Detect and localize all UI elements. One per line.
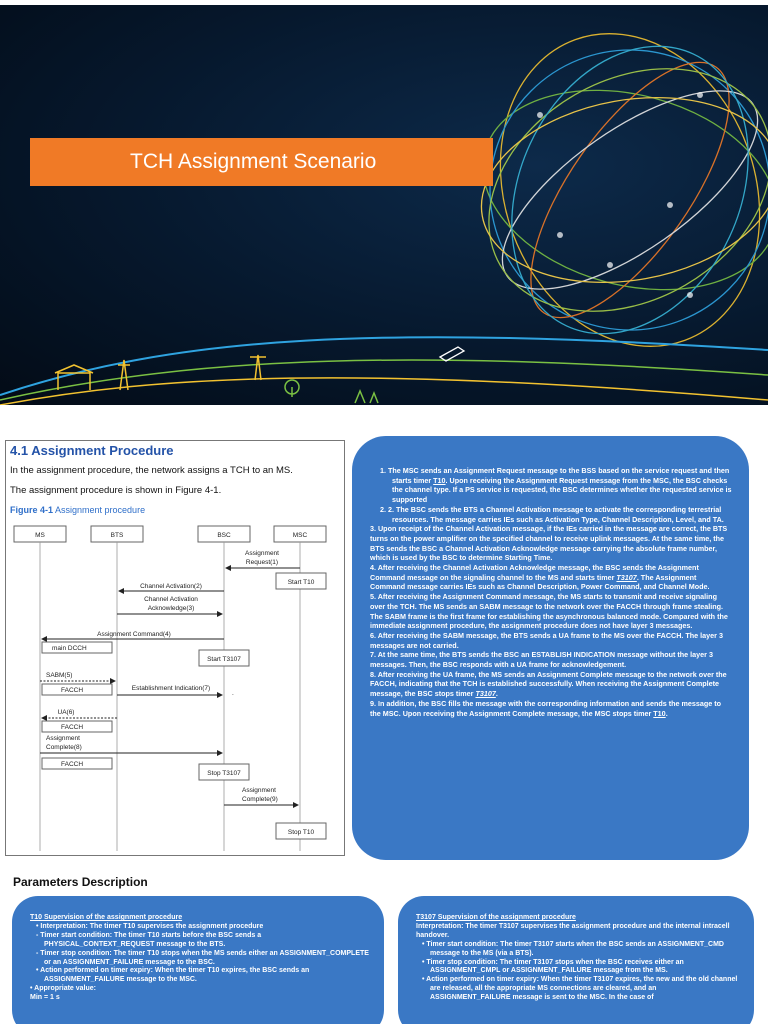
title-bar: TCH Assignment Scenario <box>30 138 493 186</box>
t10-parameter-panel: T10 Supervision of the assignment proced… <box>12 896 384 1024</box>
assignment-procedure-figure: 4.1 Assignment Procedure In the assignme… <box>5 440 345 856</box>
t10-bullet-4: • Action performed on timer expiry: When… <box>36 967 310 984</box>
sequence-diagram: MS BTS BSC MSC Assignment Request(1) Sta… <box>13 525 327 851</box>
label-facch-3: FACCH <box>61 761 83 768</box>
timer-link-t10[interactable]: T10 <box>433 475 446 485</box>
entity-bts: BTS <box>111 532 124 539</box>
box-stop-t3107: Stop T3107 <box>207 770 241 777</box>
box-start-t3107: Start T3107 <box>207 656 241 663</box>
label-main-dcch: main DCCH <box>52 645 87 652</box>
step-9-text-a: 9. In addition, the BSC fills the messag… <box>370 698 722 718</box>
intro-line-1: In the assignment procedure, the network… <box>10 465 293 476</box>
timer-link-t3107[interactable]: T3107 <box>616 572 637 582</box>
timer-link-t10-2[interactable]: T10 <box>653 708 666 718</box>
msg-sabm: SABM(5) <box>46 672 72 679</box>
section-heading: 4.1 Assignment Procedure <box>10 443 174 458</box>
msg-ua: UA(6) <box>58 709 75 716</box>
entity-ms: MS <box>35 532 45 539</box>
t3107-bullet-3: • Action performed on timer expiry: When… <box>422 976 738 1002</box>
t10-title: T10 Supervision of the assignment proced… <box>30 914 183 921</box>
msg-assignment-command: Assignment Command(4) <box>97 631 171 638</box>
msg-assignment-request-l1: Assignment <box>245 550 279 557</box>
t3107-parameter-panel: T3107 Supervision of the assignment proc… <box>398 896 754 1024</box>
t10-text: T10 Supervision of the assignment proced… <box>30 914 370 1003</box>
step-2: 2. 2. The BSC sends the BTS a Channel Ac… <box>380 504 724 524</box>
msg-assignment-complete9-l2: Complete(9) <box>242 796 278 803</box>
box-stop-t10: Stop T10 <box>288 829 315 836</box>
box-start-t10: Start T10 <box>288 579 315 586</box>
t3107-bullet-2: • Timer stop condition: The timer T3107 … <box>422 958 684 975</box>
step-1: 1. The MSC sends an Assignment Request m… <box>370 466 732 505</box>
title-slide-banner: TCH Assignment Scenario <box>0 5 768 405</box>
step-8-text-b: . <box>495 689 498 699</box>
step-9-text-b: . <box>665 708 668 718</box>
t10-bullet-1: • Interpretation: The timer T10 supervis… <box>36 922 264 930</box>
msg-assignment-complete9-l1: Assignment <box>242 787 276 794</box>
t3107-bullet-1: • Timer start condition: The timer T3107… <box>422 940 724 957</box>
label-facch-1: FACCH <box>61 687 83 694</box>
network-globe-illustration <box>0 33 768 405</box>
step-1-text-a: 1. The MSC sends an Assignment Request m… <box>380 466 730 485</box>
msg-assignment-complete8-l1: Assignment <box>46 735 80 742</box>
slide-title: TCH Assignment Scenario <box>130 150 377 173</box>
caption-text: Assignment procedure <box>53 505 146 515</box>
step-8: 8. After receiving the UA frame, the MS … <box>370 670 732 699</box>
step-3: 3. Upon receipt of the Channel Activatio… <box>370 524 728 563</box>
step-4: 4. After receiving the Channel Activatio… <box>370 563 732 592</box>
steps-text: 1. The MSC sends an Assignment Request m… <box>370 466 732 718</box>
msg-establishment-indication: Establishment Indication(7) <box>132 685 210 692</box>
t3107-line-1: Interpretation: The timer T3107 supervis… <box>416 922 730 939</box>
msg-assignment-request-l2: Request(1) <box>246 559 278 566</box>
t10-bullet-6: Min = 1 s <box>30 994 60 1002</box>
step-9: 9. In addition, the BSC fills the messag… <box>370 699 732 718</box>
step-4-text-a: 4. After receiving the Channel Activatio… <box>370 563 699 582</box>
intro-line-2: The assignment procedure is shown in Fig… <box>10 485 222 496</box>
step-6: 6. After receiving the SABM message, the… <box>370 630 723 650</box>
entity-bsc: BSC <box>217 532 231 539</box>
t3107-text: T3107 Supervision of the assignment proc… <box>416 914 738 1003</box>
procedure-steps-panel: 1. The MSC sends an Assignment Request m… <box>352 436 749 860</box>
label-facch-2: FACCH <box>61 724 83 731</box>
step-1-text-b: . Upon receiving the Assignment Request … <box>392 475 732 505</box>
timer-link-t3107-2[interactable]: T3107 <box>475 689 496 699</box>
caption-number: Figure 4-1 <box>10 505 54 515</box>
t3107-title: T3107 Supervision of the assignment proc… <box>416 914 576 921</box>
figure-caption: Figure 4-1 Assignment procedure <box>10 505 145 515</box>
msg-channel-activation-ack-l1: Channel Activation <box>144 596 198 603</box>
step-5: 5. After receiving the Assignment Comman… <box>370 592 728 631</box>
t10-bullet-5: • Appropriate value: <box>30 985 96 993</box>
step-4-text-b: . The Assignment Command message carries… <box>370 572 710 592</box>
t10-bullet-2: - Timer start condition: The timer T10 s… <box>36 931 262 948</box>
t10-bullet-3: - Timer stop condition: The timer T10 st… <box>36 949 369 966</box>
entity-msc: MSC <box>293 532 308 539</box>
msg-assignment-complete8-l2: Complete(8) <box>46 744 82 751</box>
step-7: 7. At the same time, the BTS sends the B… <box>370 650 713 670</box>
parameters-heading: Parameters Description <box>13 875 148 889</box>
msg-channel-activation: Channel Activation(2) <box>140 583 202 590</box>
msg-channel-activation-ack-l2: Acknowledge(3) <box>148 605 195 612</box>
step-8-text-a: 8. After receiving the UA frame, the MS … <box>370 669 727 699</box>
dot-mark: . <box>232 690 234 697</box>
